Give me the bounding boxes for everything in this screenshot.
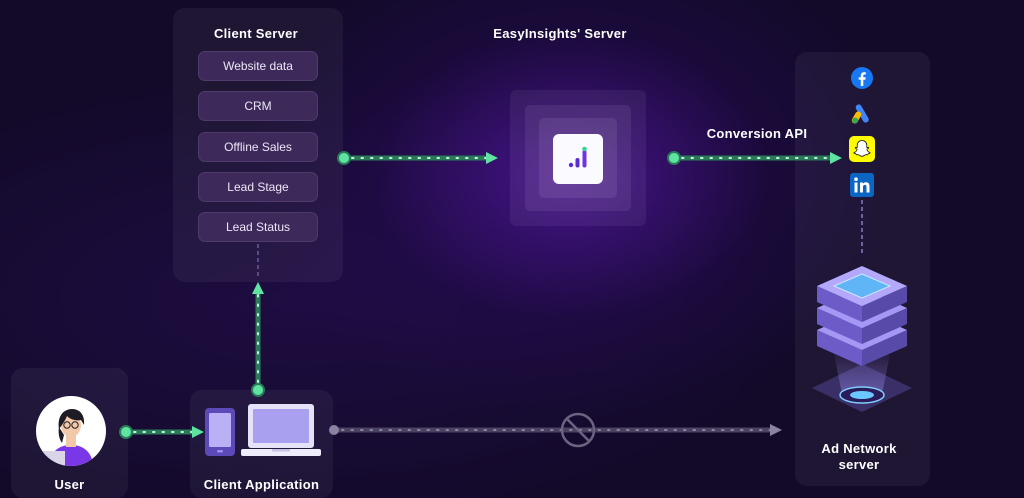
snapchat-icon [849, 136, 875, 167]
ad-network-title-line2: server [838, 457, 880, 472]
easyinsights-logo [553, 134, 603, 184]
arrow-client-to-easyinsights [337, 151, 498, 165]
server-stack-icon [800, 258, 924, 435]
facebook-icon [850, 66, 874, 95]
user-label: User [54, 477, 85, 492]
arrow-user-to-client-app [119, 425, 204, 439]
client-application-label: Client Application [203, 477, 320, 492]
arrow-client-app-to-ad-network-blocked [329, 412, 782, 448]
mobile-phone-icon [204, 407, 236, 462]
pill-website-data: Website data [198, 51, 318, 81]
client-server-title: Client Server [213, 26, 299, 41]
ad-network-title-line1: Ad Network [821, 441, 897, 456]
conversion-api-label: Conversion API [706, 126, 808, 141]
blocked-icon [560, 412, 596, 448]
pill-lead-status: Lead Status [198, 212, 318, 242]
arrow-client-app-to-client-server [251, 244, 265, 397]
user-avatar [35, 395, 107, 472]
bar-chart-icon [568, 146, 587, 168]
pill-offline-sales: Offline Sales [198, 132, 318, 162]
laptop-icon [240, 403, 322, 464]
linkedin-icon [850, 173, 874, 202]
ad-network-title: Ad Network server [795, 441, 923, 473]
pill-lead-stage: Lead Stage [198, 172, 318, 202]
google-ads-icon [850, 102, 874, 131]
easyinsights-server-title: EasyInsights' Server [493, 26, 627, 41]
pill-crm: CRM [198, 91, 318, 121]
arrow-easyinsights-to-ad-network [667, 151, 842, 165]
